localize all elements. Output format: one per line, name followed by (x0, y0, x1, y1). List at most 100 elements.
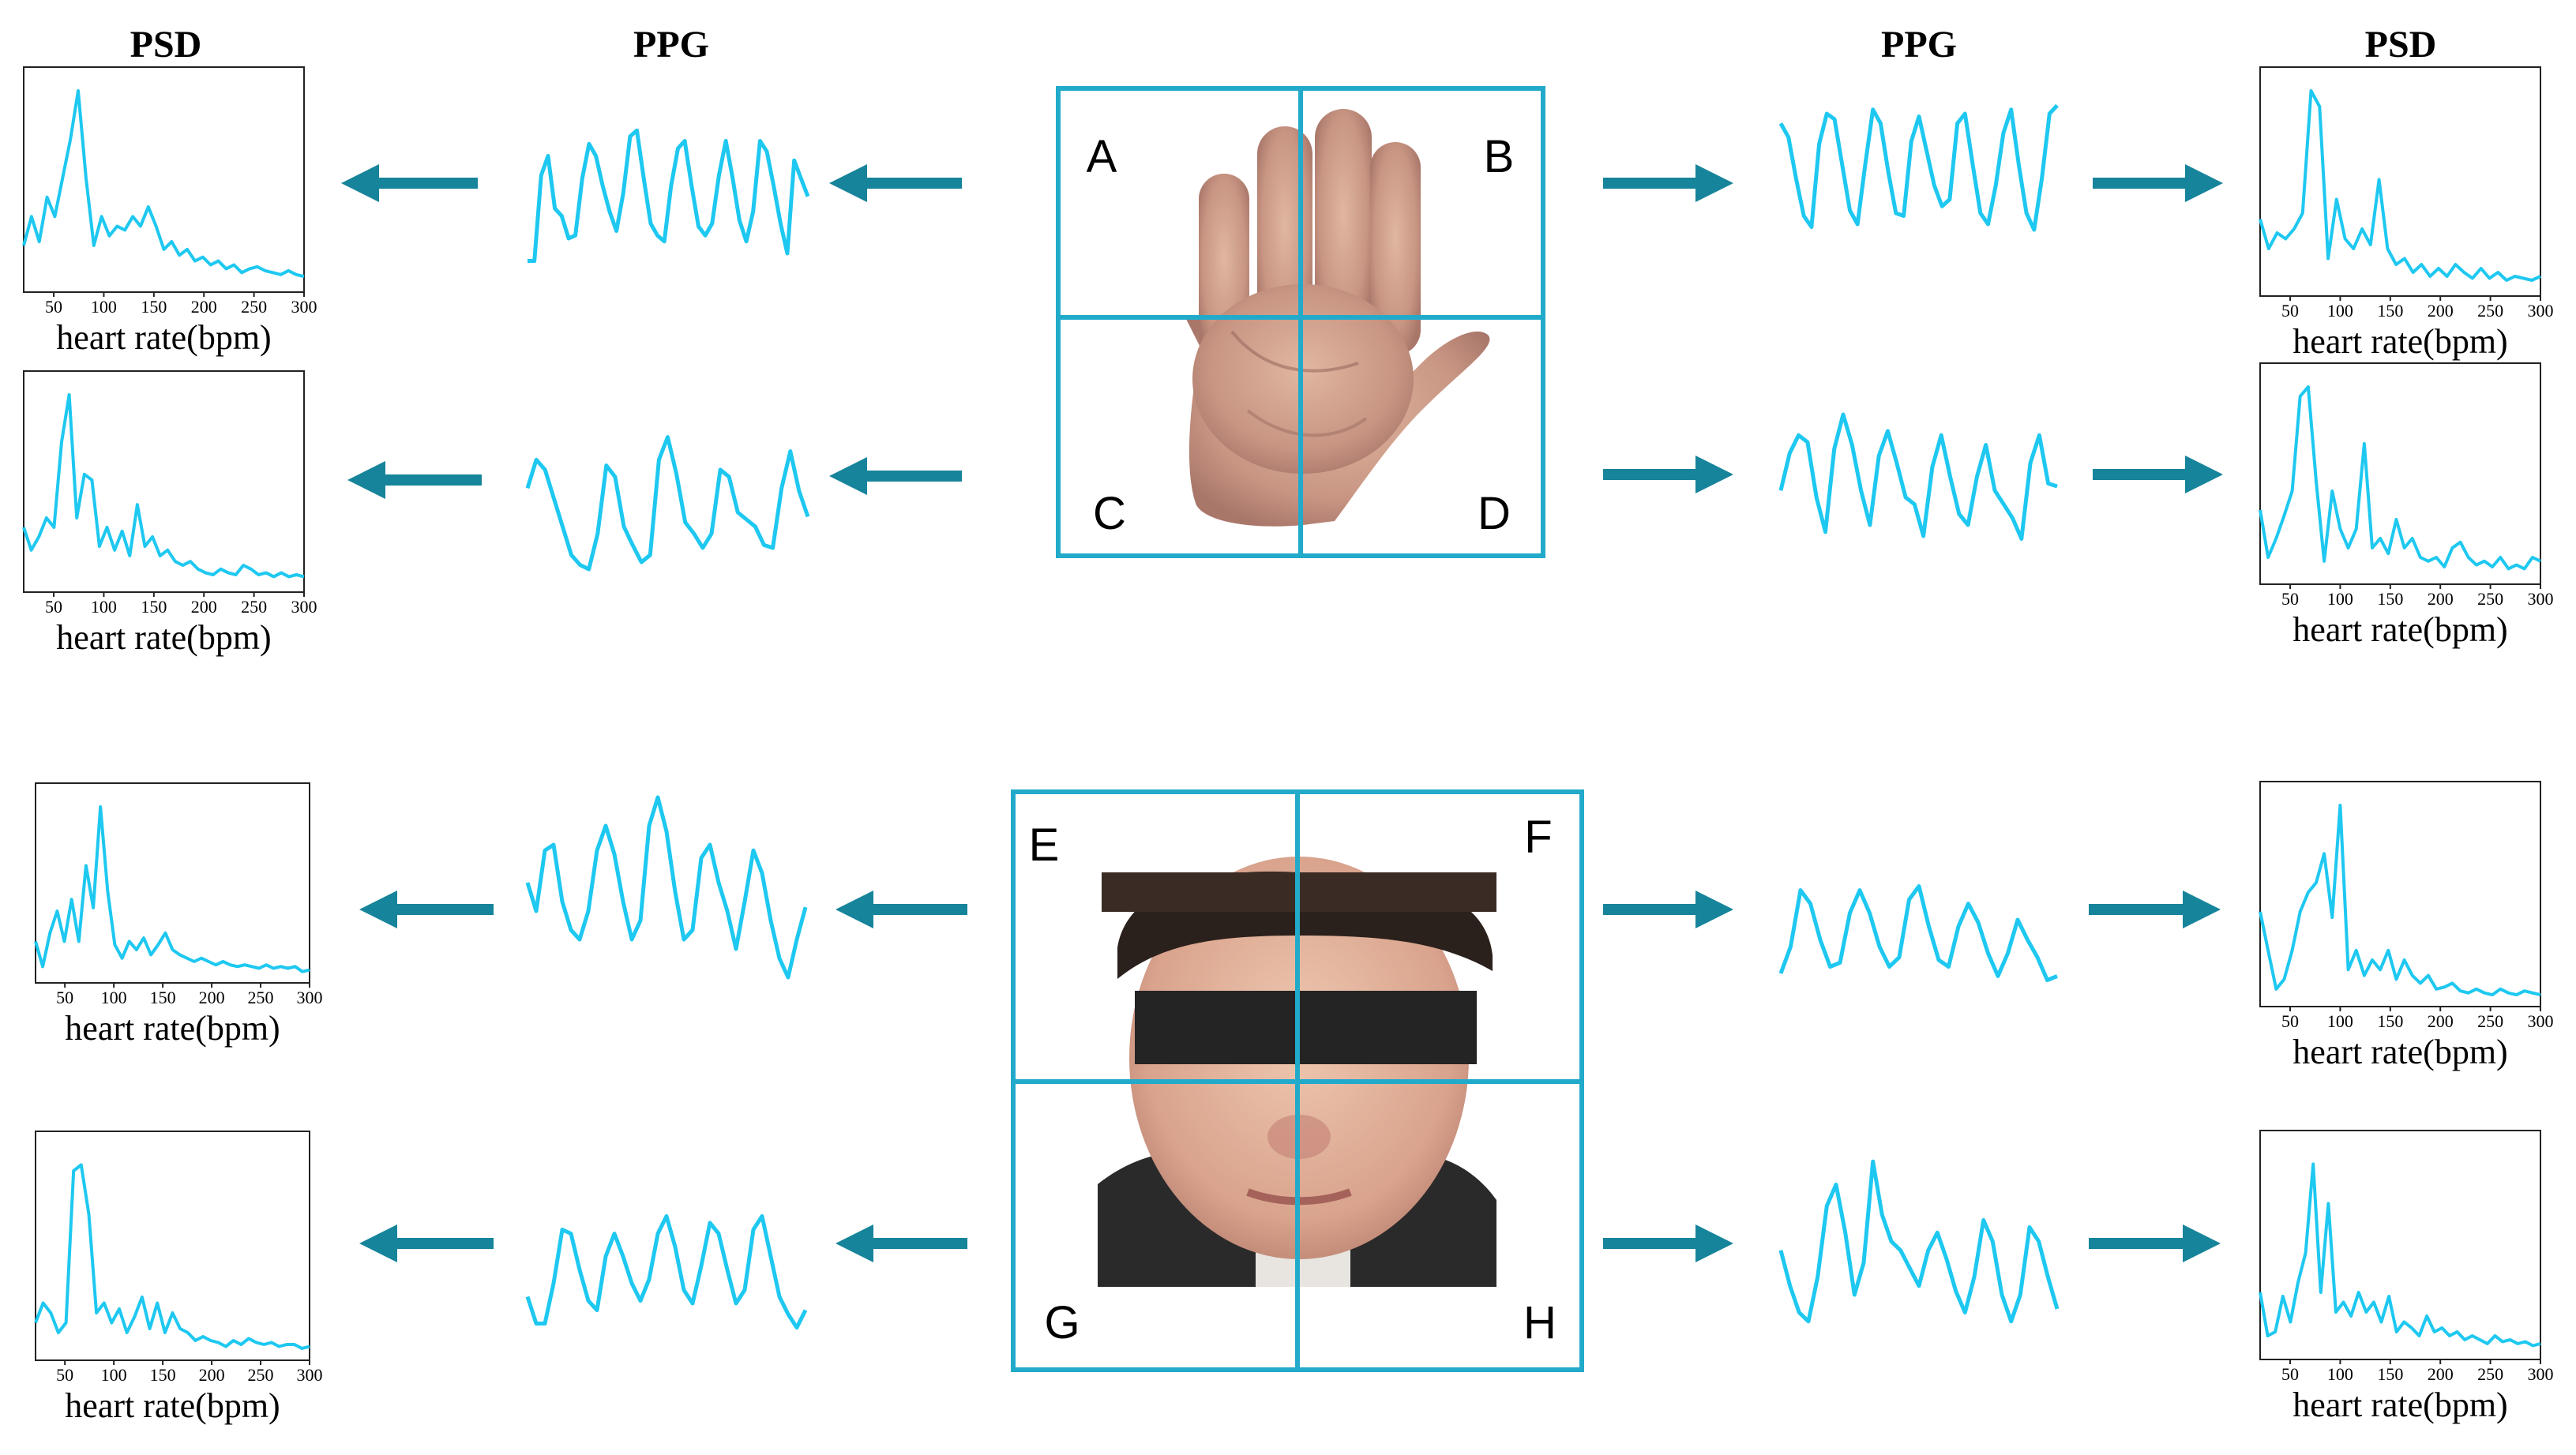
arrow-a-to-ppg (829, 164, 962, 202)
psd-series (2259, 89, 2541, 282)
psd-series (22, 393, 305, 579)
privacy-mask-bar (1135, 991, 1477, 1064)
psd-plot-g: 50 100 150 200 250 300 heart rate(bpm) (34, 1131, 323, 1425)
ppg-wave-b (1778, 103, 2059, 232)
arrow-b-ppg-to-psd (2093, 164, 2223, 202)
tick-label: 200 (191, 297, 217, 317)
region-label-a: A (1087, 131, 1117, 182)
tick-label: 150 (141, 597, 167, 617)
arrow-e-to-ppg (836, 891, 967, 928)
tick-label: 50 (2281, 1011, 2299, 1031)
tick-label: 50 (56, 988, 73, 1007)
region-label-e: E (1029, 819, 1060, 871)
tick-label: 200 (2428, 301, 2454, 321)
psd-series (22, 89, 305, 279)
hand-image (1185, 109, 1490, 527)
arrow-c-to-ppg (829, 457, 962, 495)
tick-label: 100 (2327, 1011, 2353, 1031)
x-axis-label: heart rate(bpm) (65, 1009, 280, 1048)
psd-series (2259, 804, 2541, 997)
tick-label: 300 (2528, 1011, 2554, 1031)
x-axis-label: heart rate(bpm) (65, 1386, 280, 1425)
tick-label: 300 (297, 988, 323, 1007)
tick-label: 150 (141, 297, 167, 317)
x-axis-label: heart rate(bpm) (2292, 322, 2507, 361)
tick-label: 300 (291, 297, 317, 317)
tick-label: 200 (199, 1365, 225, 1385)
tick-label: 150 (2377, 589, 2403, 609)
arrow-b-to-ppg (1603, 164, 1733, 202)
psd-frame (23, 370, 305, 593)
psd-series (2259, 1162, 2541, 1348)
tick-label: 50 (45, 297, 62, 317)
tick-label: 100 (91, 597, 117, 617)
arrow-f-to-ppg (1603, 891, 1733, 928)
tick-label: 100 (2327, 1364, 2353, 1384)
tick-label: 50 (2281, 1364, 2299, 1384)
tick-label: 300 (297, 1365, 323, 1385)
psd-plot-a: 50 100 150 200 250 300 heart rate(bpm) (22, 66, 317, 357)
region-label-h: H (1523, 1297, 1556, 1348)
face-grid (1011, 789, 1584, 1372)
tick-label: 150 (2377, 1011, 2403, 1031)
ppg-header-left: PPG (633, 24, 709, 66)
tick-label: 300 (2528, 589, 2554, 609)
psd-frame (2259, 362, 2541, 585)
tick-label: 250 (2477, 1011, 2503, 1031)
tick-label: 150 (2377, 301, 2403, 321)
tick-label: 250 (2477, 301, 2503, 321)
arrow-g-to-ppg (836, 1224, 967, 1262)
psd-header-left: PSD (130, 24, 202, 66)
x-axis-label: heart rate(bpm) (56, 618, 271, 657)
ppg-wave-e (525, 795, 808, 980)
tick-label: 300 (2528, 1364, 2554, 1384)
hand-grid (1056, 86, 1545, 558)
arrow-e-ppg-to-psd (359, 891, 494, 928)
region-label-f: F (1524, 812, 1552, 863)
x-axis-label: heart rate(bpm) (56, 318, 271, 357)
tick-label: 50 (2281, 301, 2299, 321)
arrow-a-ppg-to-psd (341, 164, 478, 202)
ppg-wave-f (1778, 884, 2058, 982)
arrow-c-ppg-to-psd (347, 461, 482, 499)
psd-frame (35, 782, 310, 984)
tick-label: 250 (241, 297, 267, 317)
tick-label: 150 (150, 988, 176, 1007)
region-label-d: D (1478, 488, 1511, 539)
tick-label: 50 (56, 1365, 73, 1385)
tick-label: 100 (101, 1365, 127, 1385)
arrow-f-ppg-to-psd (2089, 891, 2221, 928)
region-label-b: B (1484, 131, 1515, 182)
psd-series (2259, 385, 2541, 571)
tick-label: 200 (2428, 589, 2454, 609)
tick-label: 200 (2428, 1011, 2454, 1031)
arrow-d-to-ppg (1603, 456, 1733, 493)
psd-plot-b: 50 100 150 200 250 300 heart rate(bpm) (2259, 66, 2554, 361)
region-label-c: C (1093, 488, 1126, 539)
tick-label: 250 (241, 597, 267, 617)
tick-label: 150 (2377, 1364, 2403, 1384)
tick-label: 250 (248, 1365, 274, 1385)
tick-label: 100 (91, 297, 117, 317)
tick-label: 300 (2528, 301, 2554, 321)
psd-frame (35, 1131, 310, 1361)
ppg-wave-a (528, 128, 810, 263)
face-panel: E F G H (1011, 789, 1584, 1372)
hand-panel: A B C D (1056, 86, 1545, 558)
ppg-wave-d (1778, 412, 2058, 541)
ppg-wave-g (525, 1214, 808, 1330)
tick-label: 150 (150, 1365, 176, 1385)
tick-label: 50 (45, 597, 62, 617)
tick-label: 250 (2477, 1364, 2503, 1384)
psd-series (34, 805, 310, 973)
ppg-header-right: PPG (1881, 24, 1957, 66)
tick-label: 300 (291, 597, 317, 617)
ppg-layer (525, 103, 2060, 1330)
tick-label: 100 (2327, 301, 2353, 321)
x-axis-label: heart rate(bpm) (2292, 1033, 2507, 1071)
